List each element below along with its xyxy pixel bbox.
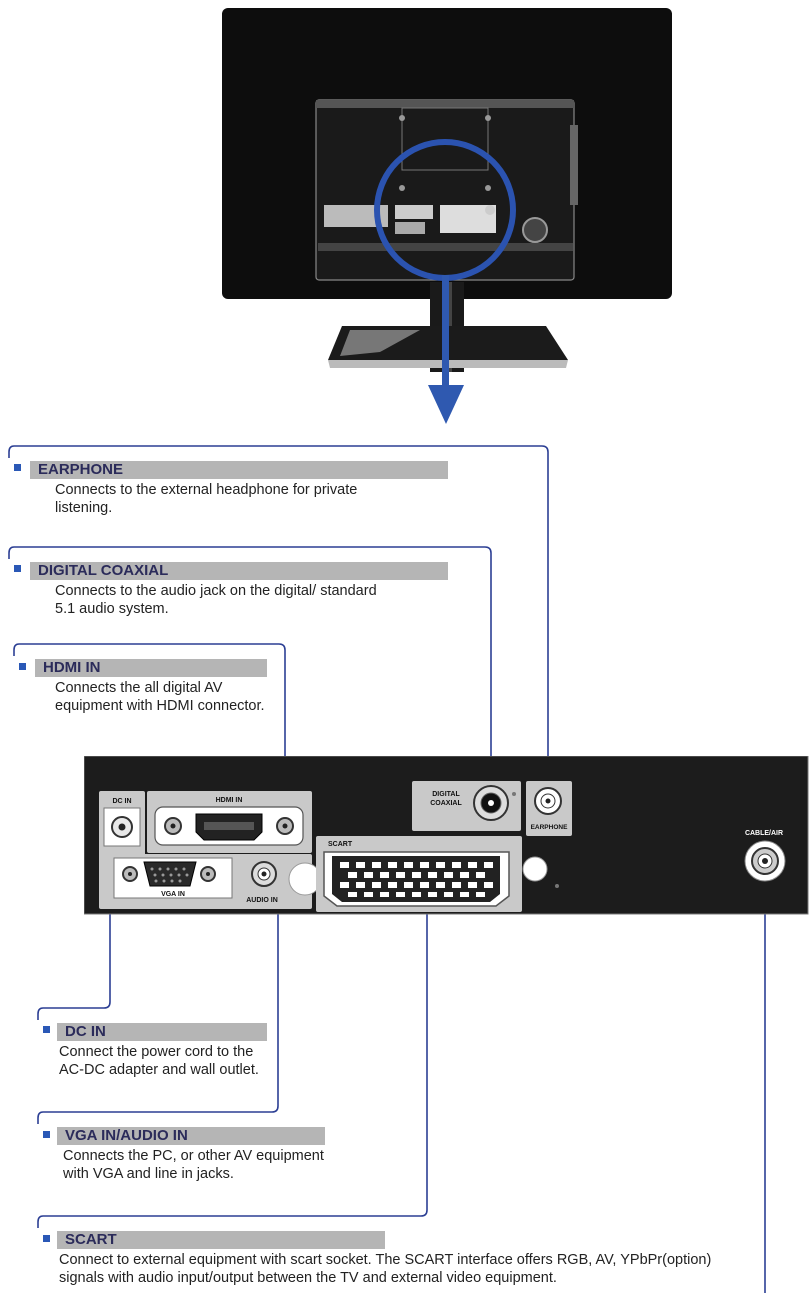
dc-in-title: DC IN — [57, 1023, 267, 1041]
arrow-shaft — [442, 275, 449, 387]
digital-coaxial-desc: Connects to the audio jack on the digita… — [55, 583, 377, 617]
digital-coaxial-bullet — [14, 565, 21, 572]
arrow-head — [428, 385, 464, 424]
scart-desc: Connect to external equipment with scart… — [59, 1252, 712, 1286]
tv-back-illustration — [222, 8, 672, 424]
scart-title: SCART — [57, 1231, 385, 1249]
hdmi-in-desc: Connects the all digital AV equipment wi… — [55, 680, 265, 714]
vga-panel-label: VGA IN — [161, 891, 185, 898]
vga-audio-desc: Connects the PC, or other AV equipment w… — [63, 1148, 324, 1182]
earphone-panel-label: EARPHONE — [531, 824, 569, 831]
vga-audio-title: VGA IN/AUDIO IN — [57, 1127, 325, 1145]
audio-in-panel-label: AUDIO IN — [246, 897, 278, 904]
digital-coaxial-title: DIGITAL COAXIAL — [30, 562, 448, 580]
dc-in-panel-label: DC IN — [112, 798, 131, 805]
earphone-title: EARPHONE — [30, 461, 448, 479]
hdmi-in-title: HDMI IN — [35, 659, 267, 677]
tv-back-plate — [315, 99, 575, 281]
digital-panel-label: DIGITAL — [432, 791, 460, 798]
scart-bullet — [43, 1235, 50, 1242]
coaxial-panel-label: COAXIAL — [430, 800, 462, 807]
earphone-bullet — [14, 464, 21, 471]
hdmi-in-bullet — [19, 663, 26, 670]
scart-panel-label: SCART — [328, 841, 353, 848]
earphone-desc: Connects to the external headphone for p… — [55, 482, 358, 516]
connector-panel: DC IN HDMI IN VGA IN AUDIO IN SCART DIGI… — [84, 756, 809, 915]
hdmi-panel-label: HDMI IN — [216, 797, 243, 804]
dc-in-desc: Connect the power cord to the AC-DC adap… — [59, 1044, 259, 1078]
vga-audio-bullet — [43, 1131, 50, 1138]
cable-air-panel-label: CABLE/AIR — [745, 830, 783, 837]
dc-in-bullet — [43, 1026, 50, 1033]
